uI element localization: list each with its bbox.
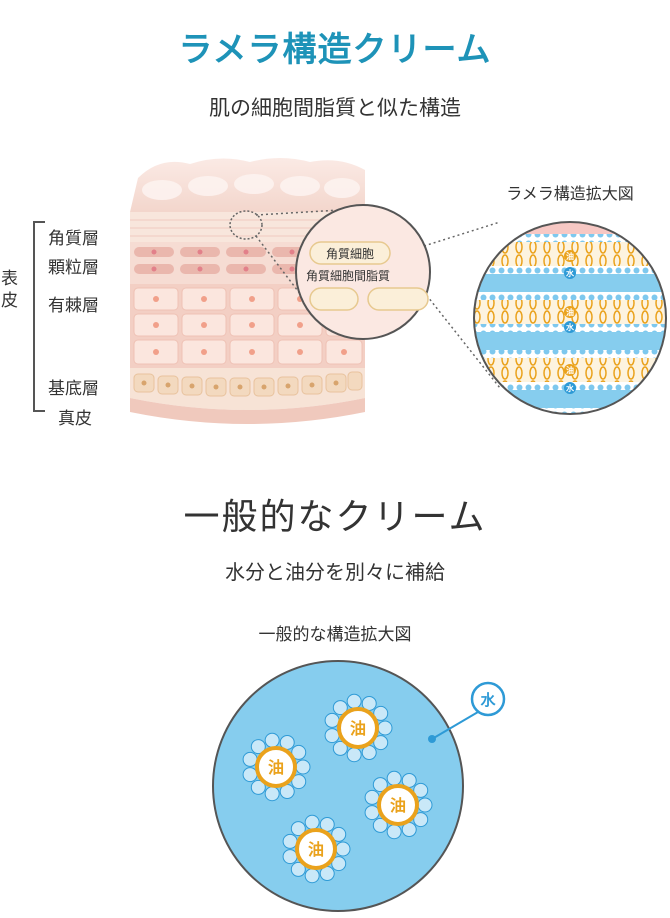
oil-label-2: 油 [268,758,284,777]
water-bead [372,777,388,793]
water-bead [364,789,380,805]
water-bead [242,751,258,767]
layer-label-stratum-basale: 基底層 [48,379,99,399]
section2-title: 一般的なクリーム [183,497,487,538]
water-bead [373,705,389,721]
lamellar-water-glyph-3: 水 [565,383,575,393]
water-bead [332,700,348,716]
layer-label-stratum-spinosum: 有棘層 [48,296,99,316]
lamellar-caption: ラメラ構造拡大図 [506,184,634,203]
water-bead [346,693,362,709]
oil-droplet [337,707,379,749]
water-label: 水 [480,691,496,709]
water-bead [373,735,389,751]
corneocyte-label: 角質細胞 [326,246,374,261]
epidermis-label: 表皮 [1,269,18,311]
lamellar-oil-glyph-1: 油 [566,251,574,261]
oil-label-4: 油 [308,840,324,859]
oil-label-1: 油 [350,719,366,738]
water-bead [331,826,347,842]
water-bead [364,805,380,821]
lamellar-diagram: 油 水 油 水 油 水 [473,221,667,415]
epidermis-bracket [33,221,45,412]
water-bead [332,740,348,756]
water-bead [346,747,362,763]
water-bead [282,833,298,849]
oil-droplet [377,784,419,826]
water-bead [331,856,347,872]
page-title: ラメラ構造クリーム [178,30,492,70]
oil-label-3: 油 [390,796,406,815]
water-bead [413,812,429,828]
lamellar-oil-glyph-2: 油 [566,307,574,317]
water-bead [324,728,340,744]
lamellar-oil-glyph-3: 油 [566,365,574,375]
layer-label-stratum-granulosum: 顆粒層 [48,258,99,278]
oil-droplet [295,828,337,870]
water-bead [290,861,306,877]
water-bead [386,824,402,840]
oil-droplet [255,746,297,788]
water-bead [291,744,307,760]
water-bead [295,759,311,775]
general-structure-caption: 一般的な構造拡大図 [258,625,412,645]
page-subtitle: 肌の細胞間脂質と似た構造 [209,96,461,120]
water-bead [291,774,307,790]
layer-label-dermis: 真皮 [58,409,92,429]
lipid-label: 角質細胞間脂質 [306,268,390,283]
water-bead [372,817,388,833]
lamellar-water-glyph-2: 水 [565,322,575,332]
water-bead [250,739,266,755]
water-bead [290,821,306,837]
water-bead [242,767,258,783]
water-bead [304,814,320,830]
water-bead [386,770,402,786]
water-bead [250,779,266,795]
lamellar-water-glyph-1: 水 [565,268,575,278]
water-bead [335,841,351,857]
water-bead [304,868,320,884]
section2-subtitle: 水分と油分を別々に補給 [225,560,445,584]
water-bead [264,786,280,802]
water-bead [282,849,298,865]
water-bead [417,797,433,813]
skin-cross-section [130,158,365,424]
water-bead [377,720,393,736]
water-bead [413,782,429,798]
water-bead [324,712,340,728]
skin-magnifier: 角質細胞 角質細胞間脂質 [295,204,431,340]
layer-label-stratum-corneum: 角質層 [48,229,99,249]
water-bead [264,732,280,748]
